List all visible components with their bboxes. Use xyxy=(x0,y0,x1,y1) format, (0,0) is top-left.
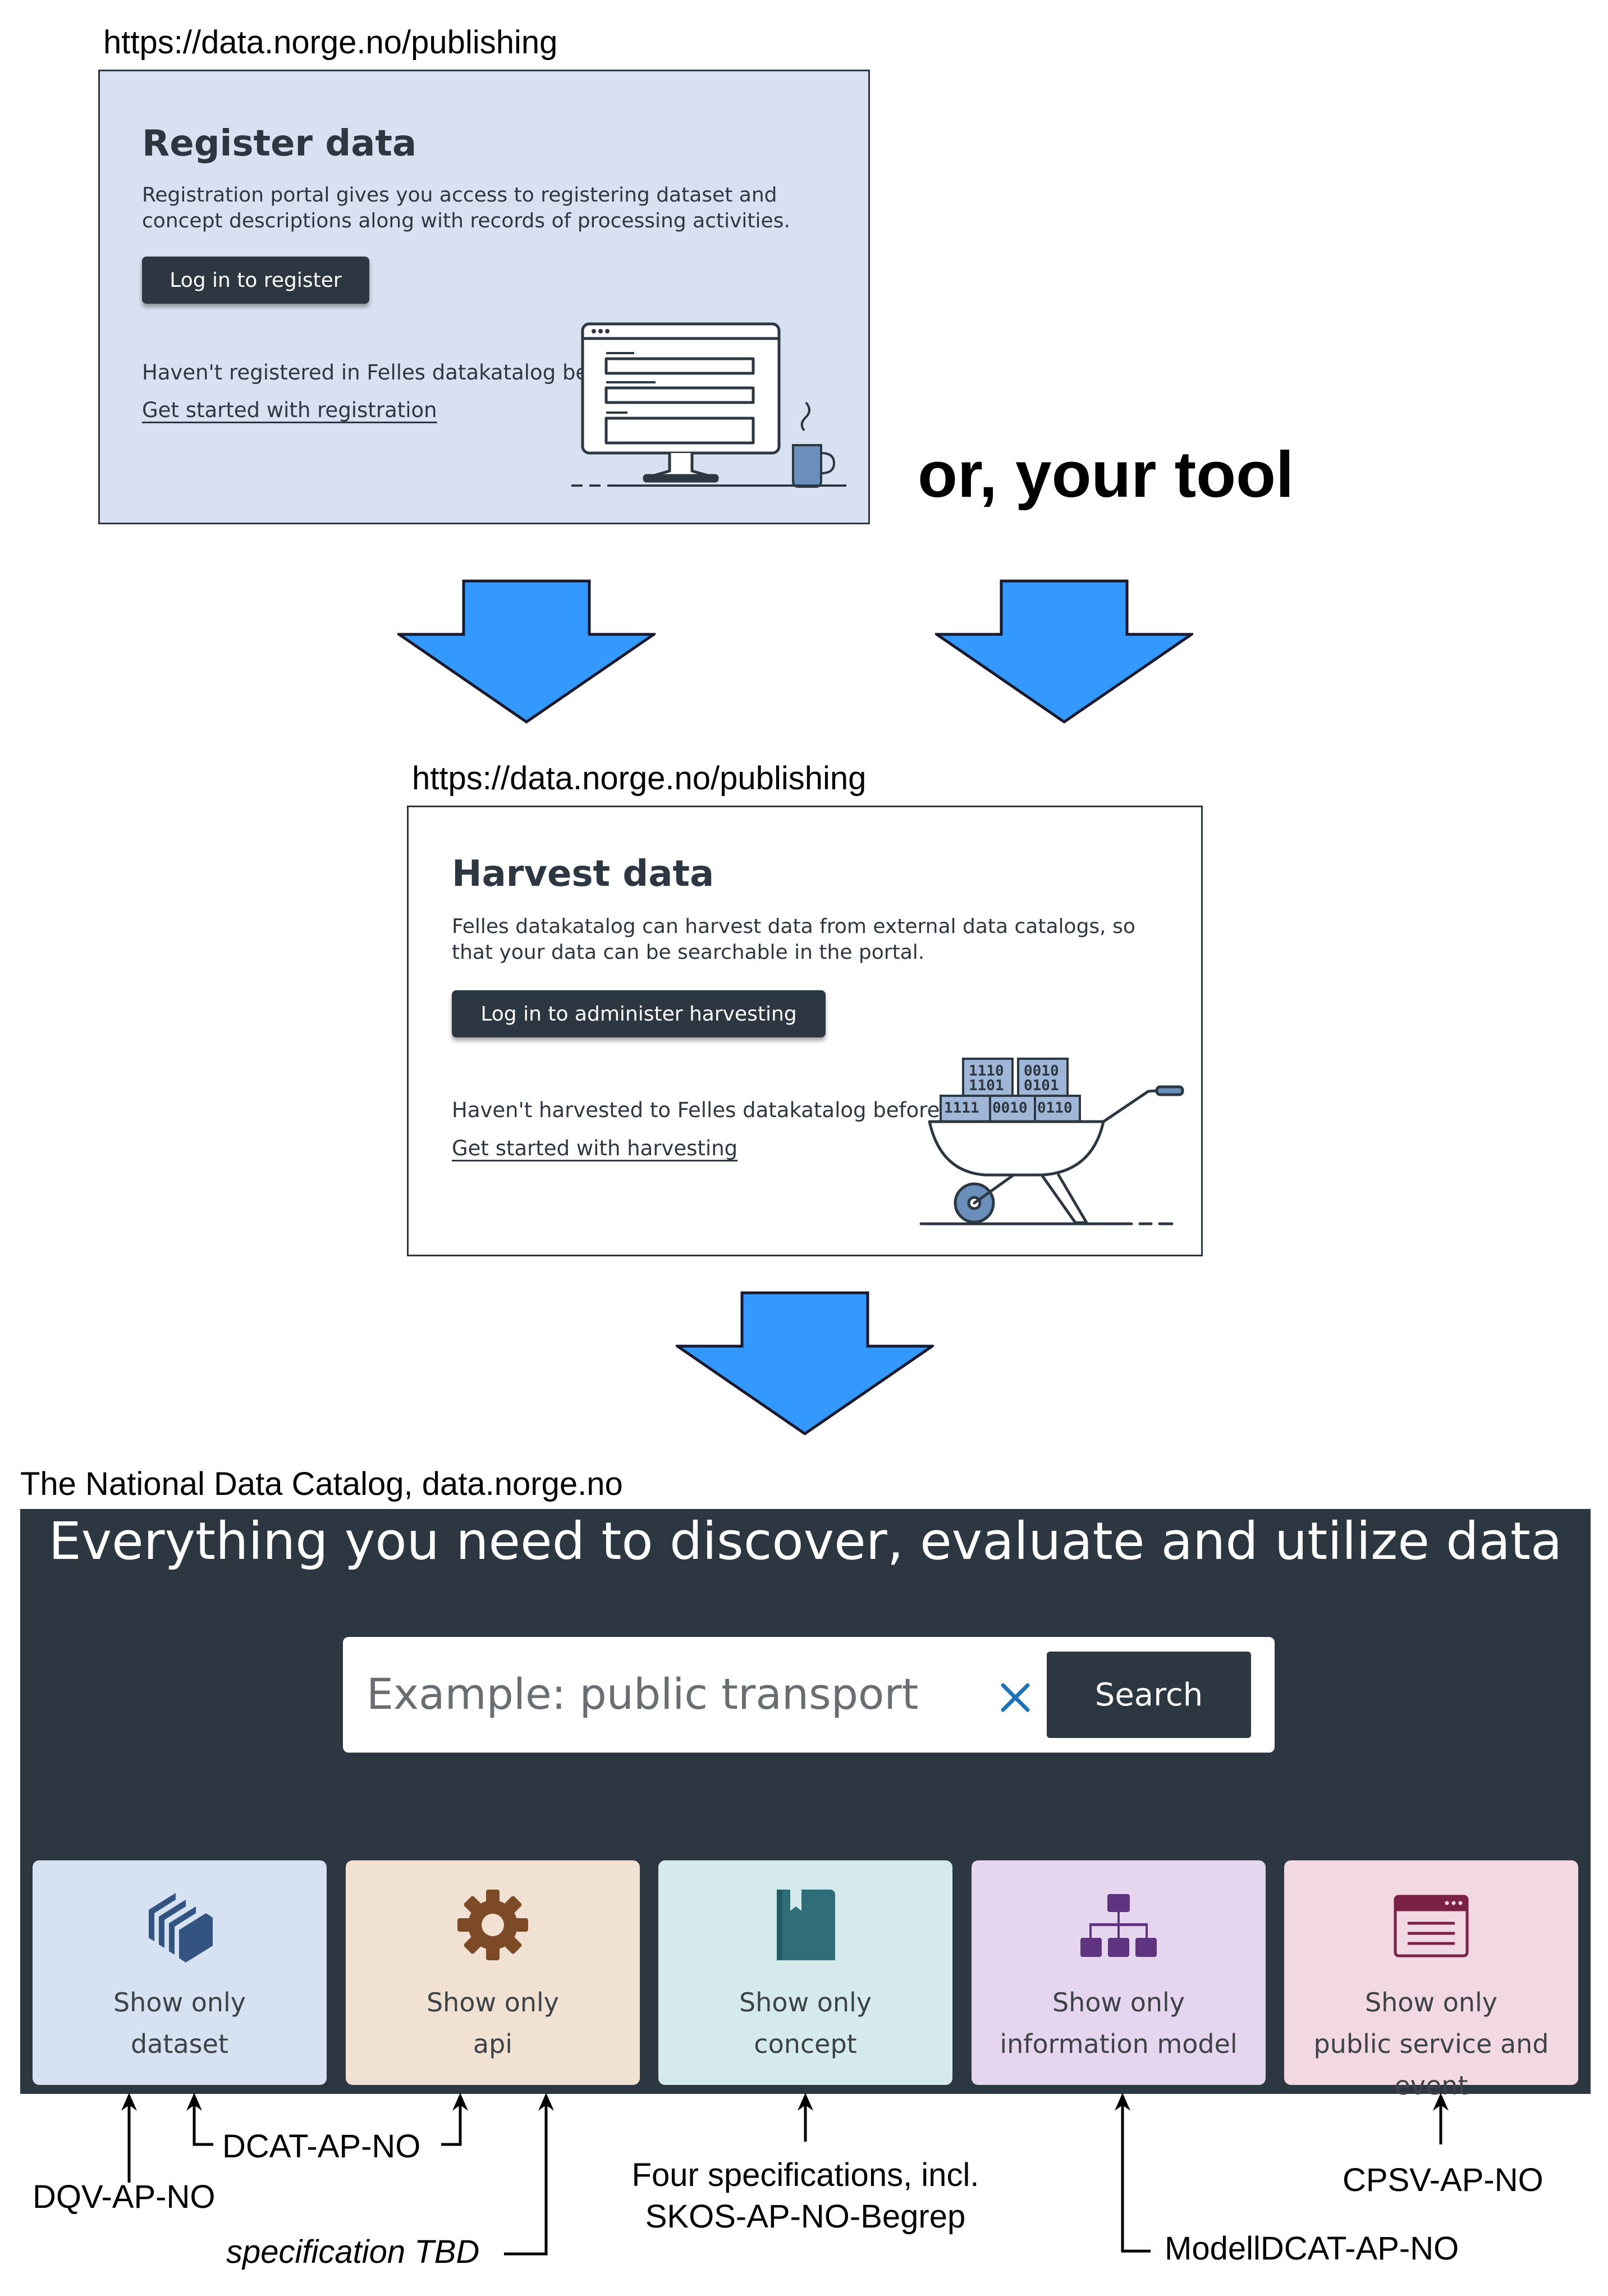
arrow-down-left xyxy=(397,579,656,724)
box-label: 0110 xyxy=(1037,1100,1073,1117)
catalog-label: The National Data Catalog, data.norge.no xyxy=(20,1466,623,1502)
register-question: Haven't registered in Felles datakatalog… xyxy=(142,360,640,385)
close-icon[interactable] xyxy=(998,1681,1032,1714)
box-label: 0101 xyxy=(1024,1077,1059,1094)
catalog-heading: Everything you need to discover, evaluat… xyxy=(48,1511,1563,1571)
log-in-to-register-button[interactable]: Log in to register xyxy=(142,257,369,304)
search-button[interactable]: Search xyxy=(1047,1652,1251,1738)
box-label: 0010 xyxy=(992,1100,1028,1117)
register-title: Register data xyxy=(142,123,417,164)
box-label: 1110 xyxy=(969,1063,1004,1080)
register-data-panel: Register data Registration portal gives … xyxy=(98,70,870,524)
harvest-url: https://data.norge.no/publishing xyxy=(412,760,867,797)
hierarchy-icon xyxy=(1080,1894,1157,1957)
modelldcat-ap-no-label: ModellDCAT-AP-NO xyxy=(1165,2230,1459,2267)
dcat-ap-no-label: DCAT-AP-NO xyxy=(222,2128,421,2165)
register-url: https://data.norge.no/publishing xyxy=(103,24,558,61)
or-your-tool-label: or, your tool xyxy=(918,438,1294,511)
monitor-drawing xyxy=(571,322,846,488)
search-bar: Search xyxy=(343,1637,1275,1753)
get-started-registration-link[interactable]: Get started with registration xyxy=(142,398,437,422)
book-icon xyxy=(777,1890,835,1960)
harvest-title: Harvest data xyxy=(452,853,714,895)
arrow-down-center xyxy=(676,1291,934,1436)
get-started-harvesting-link[interactable]: Get started with harvesting xyxy=(452,1136,738,1160)
box-label: 1101 xyxy=(969,1077,1004,1094)
search-input[interactable] xyxy=(365,1659,946,1728)
skos-ap-no-label: Four specifications, incl. SKOS-AP-NO-Be… xyxy=(631,2157,979,2235)
window-list-icon xyxy=(1394,1895,1469,1957)
layers-icon xyxy=(149,1893,213,1963)
harvest-description: Felles datakatalog can harvest data from… xyxy=(452,915,1135,964)
harvest-question: Haven't harvested to Felles datakatalog … xyxy=(452,1098,951,1122)
dqv-ap-no-label: DQV-AP-NO xyxy=(33,2179,216,2215)
national-data-catalog-panel: Everything you need to discover, evaluat… xyxy=(20,1509,1591,2101)
log-in-administer-harvesting-button[interactable]: Log in to administer harvesting xyxy=(452,990,826,1037)
cpsv-ap-no-label: CPSV-AP-NO xyxy=(1343,2162,1543,2198)
annotation-arrows xyxy=(121,2093,1449,2256)
wheelbarrow-illustration: 1110 1101 0010 0101 1111 0010 0110 xyxy=(919,1058,1184,1225)
gear-icon xyxy=(457,1890,528,1960)
specification-tbd-label: specification TBD xyxy=(226,2234,480,2270)
harvest-data-panel: Harvest data Felles datakatalog can harv… xyxy=(407,806,1203,1256)
register-description: Registration portal gives you access to … xyxy=(142,184,790,232)
box-label: 0010 xyxy=(1024,1063,1059,1080)
box-label: 1111 xyxy=(944,1100,979,1117)
arrow-down-right xyxy=(935,579,1193,724)
